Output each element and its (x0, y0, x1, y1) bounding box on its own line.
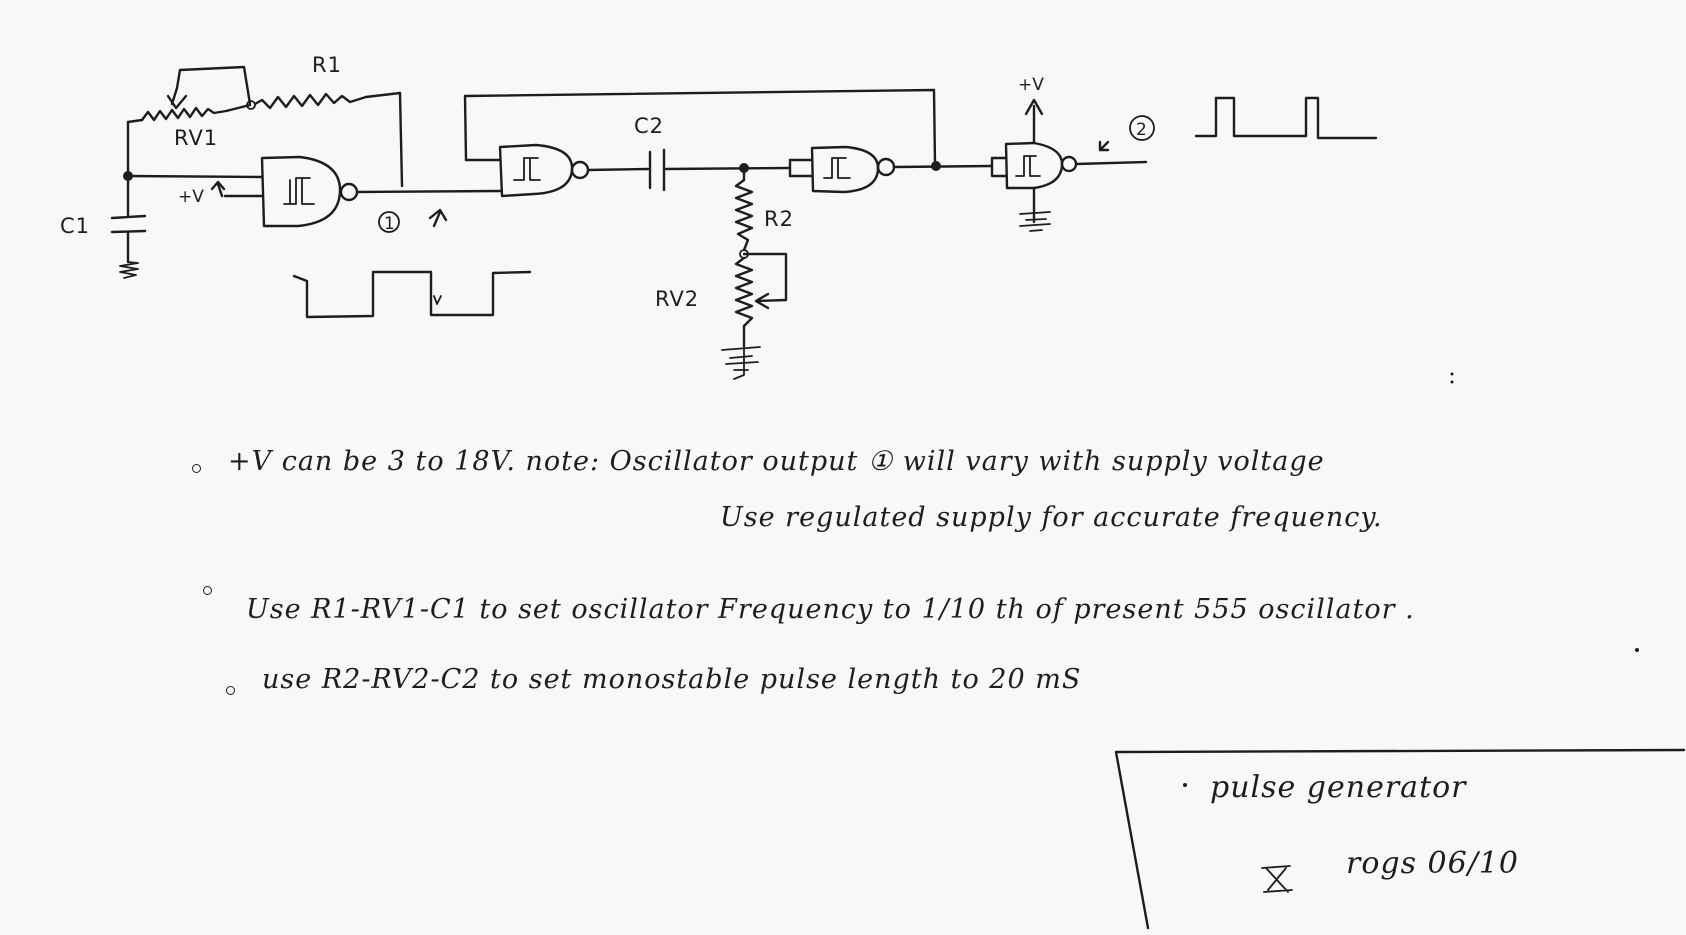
capacitor-c1 (110, 174, 147, 264)
resistor-rv2 (734, 256, 754, 348)
bullet-1 (192, 464, 201, 473)
node-2-marker (1129, 115, 1155, 141)
bullet-3 (226, 686, 235, 695)
wire-r1-feedback (398, 91, 404, 188)
title-box-signature: rogs 06/10 (1346, 846, 1519, 881)
schmitt-nand-gate-4 (1004, 141, 1078, 190)
waveform-2 (1194, 96, 1378, 140)
speck-2 (1450, 380, 1454, 384)
rv2-wiper (742, 252, 788, 303)
label-plus-v-2: +V (1018, 75, 1044, 95)
title-box-title: pulse generator (1210, 770, 1467, 805)
signature-mark-icon (1261, 865, 1293, 893)
ground-symbol-c1 (119, 261, 139, 279)
vplus-arrow-2 (1024, 98, 1044, 116)
wire-output (1074, 160, 1148, 166)
label-rv2: RV2 (655, 287, 699, 311)
node-2-arrow (1098, 140, 1110, 152)
note-line-2: Use regulated supply for accurate freque… (720, 502, 1383, 533)
wire-to-c2 (586, 167, 650, 172)
wire-rv1-left (126, 118, 144, 178)
label-rv1: RV1 (174, 126, 218, 150)
label-node-2: 2 (1136, 120, 1147, 140)
trailing-dot (1635, 648, 1639, 652)
waveform-1 (292, 270, 532, 319)
label-r1: R1 (312, 53, 342, 77)
label-r2: R2 (764, 207, 794, 231)
wire-top-loop (463, 88, 937, 166)
label-c1: C1 (60, 214, 90, 238)
vplus-arrow-1 (210, 180, 226, 198)
note-line-4: use R2-RV2-C2 to set monostable pulse le… (262, 664, 1082, 695)
junction-feedback (931, 161, 941, 171)
title-box-outline (1114, 748, 1686, 930)
rv1-wiper-arrow (166, 94, 188, 110)
ground-symbol-rv2 (721, 345, 761, 380)
note-line-3: Use R1-RV1-C1 to set oscillator Frequenc… (246, 594, 1415, 625)
wire-gate1-out (355, 189, 502, 194)
label-plus-v-1: +V (178, 187, 204, 207)
bullet-2 (203, 586, 212, 595)
wire-gate3-in (788, 158, 814, 178)
resistor-r1 (253, 91, 402, 110)
node-1-marker (378, 211, 400, 233)
note-line-1: +V can be 3 to 18V. note: Oscillator out… (228, 446, 1325, 477)
waveform-1-tick (433, 295, 442, 305)
resistor-r2 (734, 178, 754, 252)
wire-to-gate1 (126, 174, 264, 179)
schmitt-nand-gate-3 (810, 145, 896, 194)
label-c2: C2 (634, 114, 664, 138)
wire-gate4-in (990, 156, 1008, 178)
resistor-rv1 (140, 103, 252, 122)
rv1-wiper (170, 65, 252, 106)
schmitt-nand-gate-2 (498, 143, 590, 198)
speck-1 (1450, 372, 1454, 376)
ground-symbol-gate4 (1019, 211, 1051, 232)
title-box-dot (1183, 783, 1187, 787)
label-node-1: 1 (384, 214, 395, 234)
node-1-arrow (428, 208, 448, 228)
wire-gate3-out (892, 164, 994, 169)
wire-c2-out (664, 166, 792, 171)
rv2-wiper-arrow (754, 292, 770, 310)
capacitor-c2 (648, 148, 666, 192)
schmitt-nand-gate-1 (260, 155, 359, 228)
